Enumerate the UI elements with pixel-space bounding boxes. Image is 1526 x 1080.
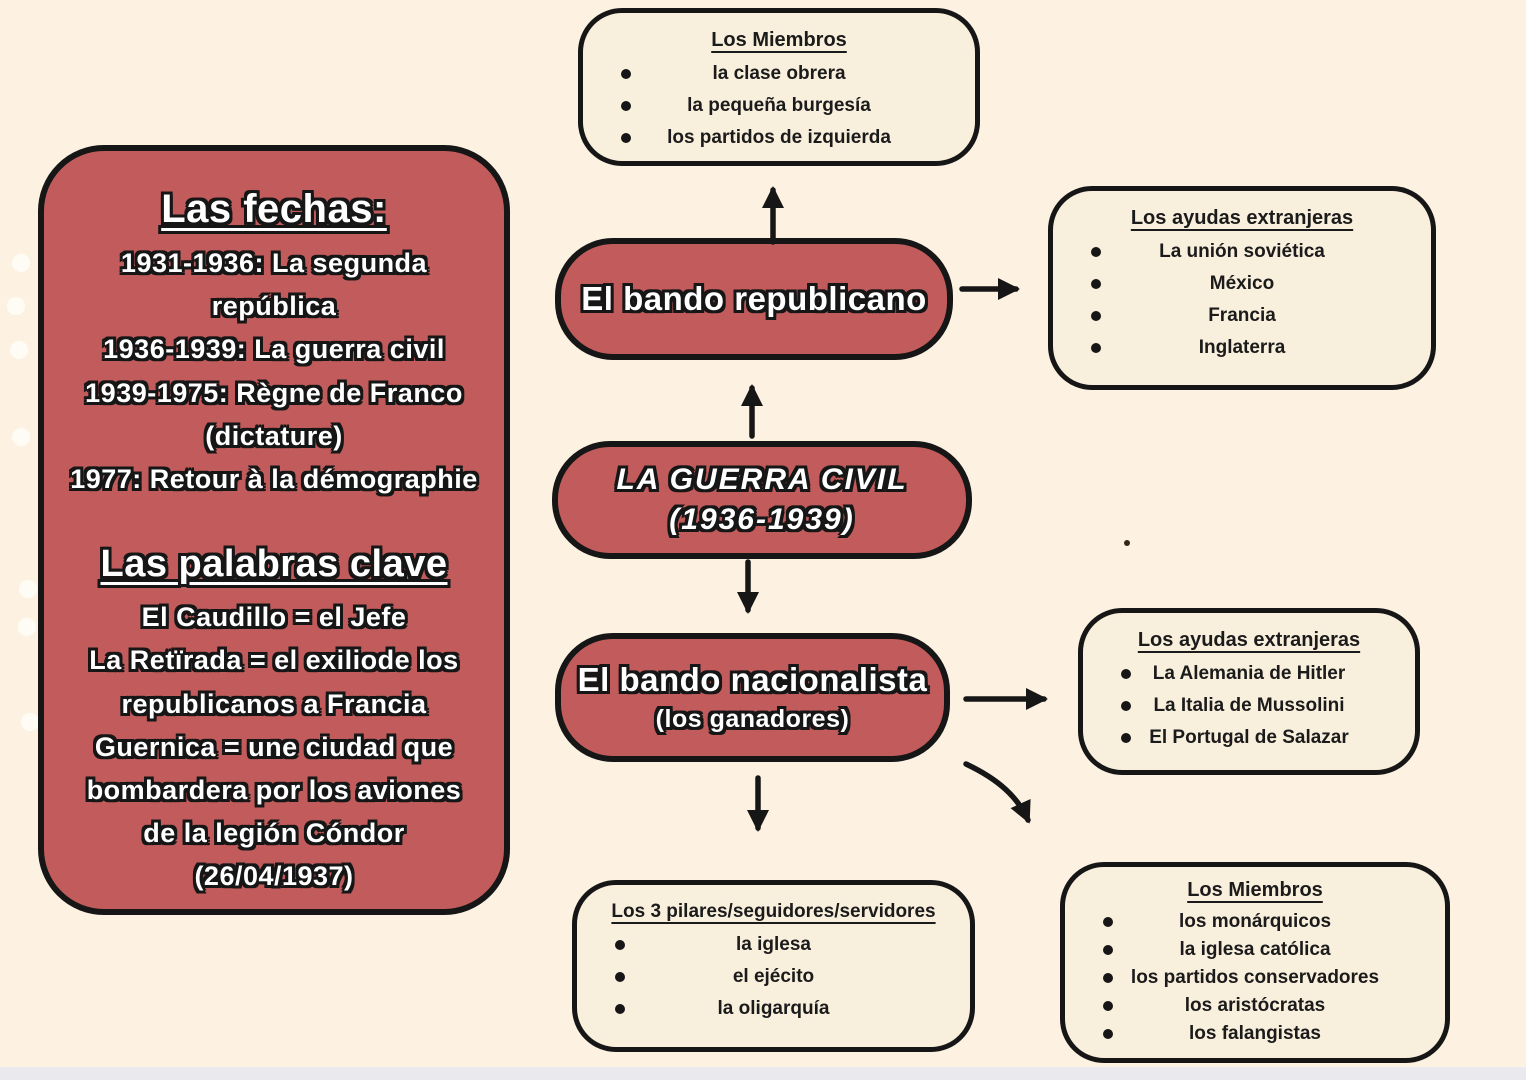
date-line: 1939-1975: Règne de Franco (dictature) (85, 377, 463, 451)
nationalist-pillars-box: Los 3 pilares/seguidores/servidores la i… (572, 880, 975, 1052)
arrow-nationalist-to-members (963, 761, 1031, 824)
civil-war-node: LA GUERRA CIVIL (1936-1939) (552, 441, 972, 559)
edge-dot (21, 713, 39, 731)
node-title: El bando nacionalista (577, 661, 928, 698)
list-item: la iglesa católica (1087, 936, 1423, 964)
keywords-title: Las palabras clave (100, 543, 448, 586)
nationalist-aid-box: Los ayudas extranjeras La Alemania de Hi… (1078, 608, 1420, 775)
period-mark (1124, 540, 1130, 546)
list-item: los partidos de izquierda (605, 122, 953, 154)
bullet-icon (1103, 945, 1113, 955)
republican-node: El bando republicano (555, 238, 953, 360)
republican-aid-box: Los ayudas extranjeras La unión soviétic… (1048, 186, 1436, 390)
bullet-icon (1103, 973, 1113, 983)
list-item: la clase obrera (605, 58, 953, 90)
list-item: el ejécito (599, 961, 948, 993)
notes-panel: Las fechas: 1931-1936: La segunda repúbl… (38, 145, 510, 915)
node-title: El bando republicano (581, 280, 927, 317)
node-subtitle: (los ganadores) (655, 705, 850, 733)
bullet-icon (1121, 669, 1131, 679)
box-title: Los Miembros (1187, 879, 1323, 901)
list-item: El Portugal de Salazar (1105, 722, 1393, 754)
date-line: 1936-1939: La guerra civil (103, 334, 445, 365)
list-item: Inglaterra (1075, 332, 1409, 364)
nationalist-members-box: Los Miembros los monárquicos la iglesa c… (1060, 862, 1450, 1063)
date-line: 1977: Retour à la démographie (70, 463, 478, 494)
edge-dot (10, 341, 28, 359)
nationalist-node: El bando nacionalista (los ganadores) (555, 633, 950, 762)
dates-title: Las fechas: (161, 187, 387, 231)
bullet-icon (1121, 701, 1131, 711)
box-list: la clase obrera la pequeña burgesía los … (605, 58, 953, 154)
bullet-icon (1121, 733, 1131, 743)
bottom-edge-strip (0, 1067, 1526, 1080)
list-item: los monárquicos (1087, 908, 1423, 936)
list-item: México (1075, 268, 1409, 300)
bullet-icon (615, 940, 625, 950)
bullet-icon (1091, 247, 1101, 257)
edge-dot (12, 254, 30, 272)
republican-members-box: Los Miembros la clase obrera la pequeña … (578, 8, 980, 166)
bullet-icon (621, 133, 631, 143)
list-item: los falangistas (1087, 1020, 1423, 1048)
bullet-icon (1103, 1029, 1113, 1039)
date-line: 1931-1936: La segunda república (120, 248, 428, 322)
bullet-icon (1091, 279, 1101, 289)
bullet-icon (621, 101, 631, 111)
node-title: LA GUERRA CIVIL (616, 462, 908, 496)
box-list: La unión soviética México Francia Inglat… (1075, 236, 1409, 364)
bullet-icon (1091, 343, 1101, 353)
bullet-icon (621, 69, 631, 79)
box-title: Los ayudas extranjeras (1130, 207, 1354, 229)
list-item: La Italia de Mussolini (1105, 690, 1393, 722)
list-item: la oligarquía (599, 993, 948, 1025)
list-item: La unión soviética (1075, 236, 1409, 268)
bullet-icon (615, 972, 625, 982)
bullet-icon (1103, 917, 1113, 927)
box-title: Los 3 pilares/seguidores/servidores (611, 901, 936, 922)
list-item: la iglesa (599, 929, 948, 961)
bullet-icon (1103, 1001, 1113, 1011)
list-item: los partidos conservadores (1087, 964, 1423, 992)
box-list: La Alemania de Hitler La Italia de Musso… (1105, 658, 1393, 754)
box-title: Los ayudas extranjeras (1137, 629, 1361, 651)
bullet-icon (615, 1004, 625, 1014)
edge-dot (19, 580, 37, 598)
bullet-icon (1091, 311, 1101, 321)
list-item: Francia (1075, 300, 1409, 332)
edge-dot (7, 297, 25, 315)
box-title: Los Miembros (711, 29, 847, 51)
list-item: los aristócratas (1087, 992, 1423, 1020)
box-list: la iglesa el ejécito la oligarquía (599, 929, 948, 1025)
list-item: la pequeña burgesía (605, 90, 953, 122)
list-item: La Alemania de Hitler (1105, 658, 1393, 690)
keyword-line: El Caudillo = el Jefe (141, 602, 407, 633)
box-list: los monárquicos la iglesa católica los p… (1087, 908, 1423, 1048)
node-subtitle: (1936-1939) (669, 503, 855, 536)
edge-dot (12, 428, 30, 446)
keyword-line: Guernica = une ciudad que bombardera por… (86, 731, 462, 892)
keyword-line: La Retïrada = el exiliode los republican… (89, 645, 459, 719)
edge-dot (18, 618, 36, 636)
